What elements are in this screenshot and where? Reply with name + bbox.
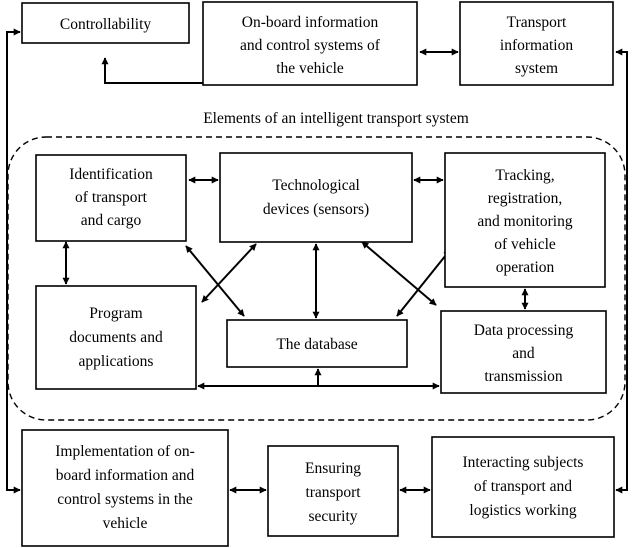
box-controllability-line-1: Controllability bbox=[60, 16, 152, 33]
box-identification-line-1: Identification bbox=[69, 166, 153, 183]
box-transport-info: Transport information system bbox=[459, 1, 614, 86]
arrow-onboard-controllability bbox=[101, 57, 203, 84]
box-tech-devices-line-2: devices (sensors) bbox=[263, 201, 369, 218]
box-controllability: Controllability bbox=[21, 2, 190, 44]
box-data-processing-line-3: transmission bbox=[484, 368, 563, 385]
box-identification-line-2: of transport bbox=[75, 189, 148, 206]
box-database-line-1: The database bbox=[276, 336, 357, 353]
arrow-tracking-database bbox=[396, 249, 451, 317]
box-security-line-2: transport bbox=[305, 484, 361, 501]
box-security: Ensuring transport security bbox=[267, 445, 399, 537]
box-transport-info-line-1: Transport bbox=[507, 14, 567, 31]
box-tracking-line-5: operation bbox=[496, 259, 555, 276]
arrow-techdevices-dataprocessing bbox=[361, 241, 437, 306]
box-tracking: Tracking, registration, and monitoring o… bbox=[444, 152, 606, 288]
box-database: The database bbox=[226, 319, 408, 368]
box-security-line-1: Ensuring bbox=[305, 460, 361, 477]
box-security-line-3: security bbox=[308, 508, 357, 525]
its-group-label: Elements of an intelligent transport sys… bbox=[203, 110, 469, 127]
box-tech-devices: Technological devices (sensors) bbox=[219, 152, 413, 243]
box-identification: Identification of transport and cargo bbox=[35, 154, 187, 242]
arrow-identification-database bbox=[185, 245, 245, 317]
box-tracking-line-3: and monitoring bbox=[477, 213, 572, 230]
arrow-techdevices-programdocs bbox=[201, 243, 257, 303]
arrow-left-loop bbox=[6, 28, 21, 494]
box-implementation-line-1: Implementation of on- bbox=[55, 443, 194, 460]
box-implementation: Implementation of on- board information … bbox=[21, 429, 229, 547]
box-implementation-line-4: vehicle bbox=[103, 515, 148, 532]
box-data-processing-line-1: Data processing bbox=[474, 322, 574, 339]
box-implementation-line-3: control systems in the bbox=[57, 491, 193, 508]
connectors bbox=[6, 28, 628, 494]
box-interacting-line-2: of transport and bbox=[474, 478, 572, 495]
box-tech-devices-line-1: Technological bbox=[272, 177, 360, 194]
box-onboard-systems-line-1: On-board information bbox=[242, 14, 379, 31]
box-identification-line-3: and cargo bbox=[81, 212, 142, 229]
box-interacting: Interacting subjects of transport and lo… bbox=[431, 436, 615, 538]
box-onboard-systems-line-3: the vehicle bbox=[276, 60, 344, 77]
box-program-docs-line-2: documents and bbox=[69, 329, 163, 346]
box-program-docs-line-1: Program bbox=[89, 305, 142, 322]
box-program-docs: Program documents and applications bbox=[35, 285, 197, 390]
box-onboard-systems: On-board information and control systems… bbox=[202, 1, 418, 86]
box-transport-info-line-2: information bbox=[500, 37, 573, 54]
box-interacting-line-3: logistics working bbox=[469, 502, 576, 519]
box-transport-info-line-3: system bbox=[515, 60, 558, 77]
box-tracking-line-4: of vehicle bbox=[494, 236, 556, 253]
box-implementation-line-2: board information and bbox=[56, 467, 195, 484]
box-data-processing-line-2: and bbox=[512, 345, 535, 362]
arrow-right-loop bbox=[615, 48, 628, 494]
box-data-processing: Data processing and transmission bbox=[440, 310, 607, 394]
box-onboard-systems-line-2: and control systems of bbox=[240, 37, 381, 54]
box-tracking-line-2: registration, bbox=[488, 190, 562, 207]
box-interacting-line-1: Interacting subjects bbox=[463, 454, 584, 471]
box-program-docs-line-3: applications bbox=[79, 353, 154, 370]
box-tracking-line-1: Tracking, bbox=[495, 167, 554, 184]
